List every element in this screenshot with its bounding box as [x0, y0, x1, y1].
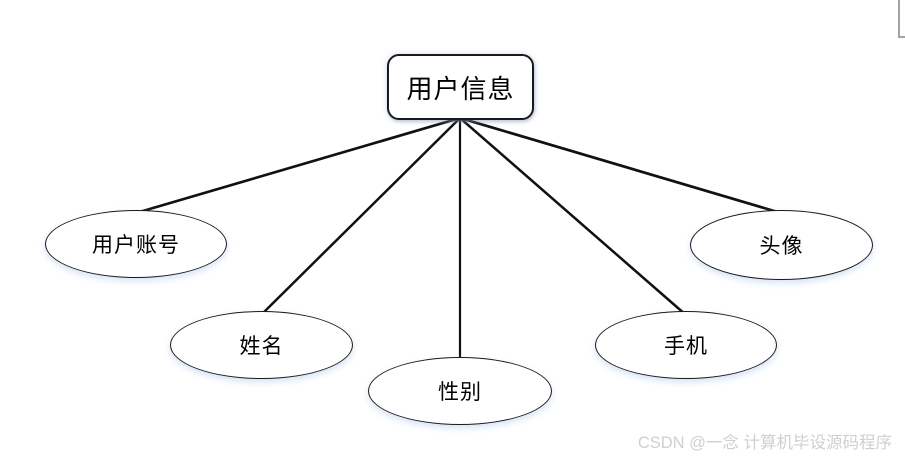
- attribute-node-account: 用户账号: [45, 210, 227, 278]
- attribute-node-phone: 手机: [595, 311, 777, 379]
- attribute-node-name: 姓名: [170, 311, 353, 379]
- attribute-node-label: 手机: [664, 334, 708, 358]
- connector-line-root-to-name: [259, 116, 462, 317]
- entity-node-user-info: 用户信息: [387, 54, 534, 120]
- connector-line-root-to-phone: [458, 116, 688, 317]
- csdn-watermark: CSDN @一念 计算机毕设源码程序: [637, 434, 892, 452]
- attribute-node-gender: 性别: [368, 357, 552, 425]
- connector-line-root-to-avatar: [458, 116, 783, 215]
- attribute-node-label: 姓名: [239, 334, 284, 358]
- attribute-node-avatar: 头像: [690, 210, 873, 280]
- attribute-node-label: 性别: [438, 380, 482, 404]
- entity-node-label: 用户信息: [406, 74, 515, 104]
- cropped-box-corner-mark: [898, 0, 905, 38]
- connector-line-root-to-account: [134, 116, 462, 215]
- attribute-node-label: 头像: [759, 234, 804, 258]
- attribute-node-label: 用户账号: [92, 233, 180, 257]
